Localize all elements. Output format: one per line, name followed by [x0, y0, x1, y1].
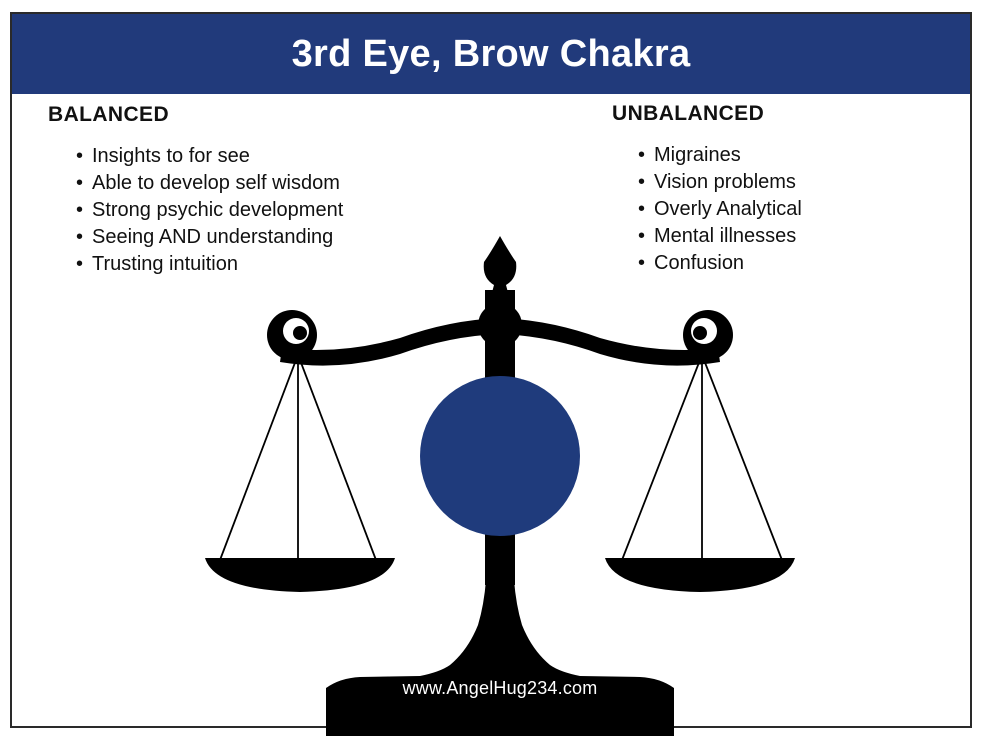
list-item: • Able to develop self wisdom	[76, 170, 343, 197]
website-url: www.AngelHug234.com	[402, 678, 598, 698]
chakra-circle	[420, 376, 580, 536]
list-item-text: Mental illnesses	[654, 225, 797, 247]
list-item-text: Vision problems	[654, 171, 796, 193]
list-item: • Seeing AND understanding	[76, 224, 343, 251]
bullet-icon: •	[638, 225, 646, 247]
list-item: • Vision problems	[638, 169, 802, 196]
bullet-icon: •	[76, 253, 84, 275]
bullet-icon: •	[638, 198, 646, 220]
bullet-icon: •	[638, 144, 646, 166]
scale-left-curl	[267, 310, 317, 360]
list-item-text: Strong psychic development	[92, 199, 344, 221]
list-item-text: Overly Analytical	[654, 198, 802, 220]
balanced-list: • Insights to for see • Able to develop se…	[76, 143, 343, 278]
left-pan-strings	[219, 359, 377, 561]
list-item: • Trusting intuition	[76, 251, 343, 278]
list-item: • Mental illnesses	[638, 223, 802, 250]
list-item-text: Able to develop self wisdom	[92, 172, 340, 194]
right-pan-strings	[621, 359, 783, 561]
scale-beam	[280, 318, 720, 366]
scale-right-curl	[683, 310, 733, 360]
bullet-icon: •	[638, 252, 646, 274]
unbalanced-list: • Migraines • Vision problems • Overly Anal…	[638, 142, 802, 277]
unbalanced-heading: UNBALANCED	[612, 102, 765, 125]
list-item-text: Trusting intuition	[92, 253, 238, 275]
list-item: • Confusion	[638, 250, 802, 277]
title-banner: 3rd Eye, Brow Chakra	[12, 14, 970, 94]
right-pan	[605, 558, 795, 592]
list-item: • Overly Analytical	[638, 196, 802, 223]
list-item: • Insights to for see	[76, 143, 343, 170]
page-title: 3rd Eye, Brow Chakra	[291, 32, 691, 75]
list-item: • Strong psychic development	[76, 197, 343, 224]
scale-base	[326, 580, 674, 736]
list-item-text: Seeing AND understanding	[92, 226, 334, 248]
balanced-column: BALANCED • Insights to for see • Able to d…	[48, 103, 343, 278]
unbalanced-column: UNBALANCED • Migraines • Vision problems •…	[612, 102, 802, 277]
bullet-icon: •	[76, 199, 84, 221]
list-item: • Migraines	[638, 142, 802, 169]
balanced-heading: BALANCED	[48, 103, 170, 126]
bullet-icon: •	[638, 171, 646, 193]
bullet-icon: •	[76, 172, 84, 194]
list-item-text: Insights to for see	[92, 145, 250, 167]
list-item-text: Confusion	[654, 252, 745, 274]
bullet-icon: •	[76, 226, 84, 248]
scale-finial	[483, 236, 517, 300]
list-item-text: Migraines	[654, 144, 741, 166]
bullet-icon: •	[76, 145, 84, 167]
left-pan	[205, 558, 395, 592]
